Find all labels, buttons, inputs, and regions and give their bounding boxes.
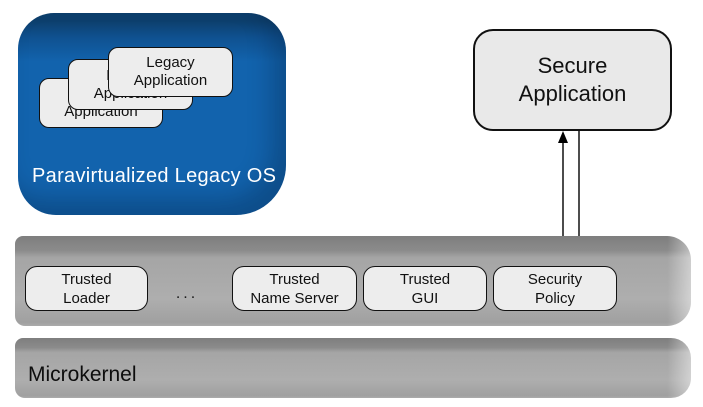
legacy-application-box-front: Legacy Application: [108, 47, 233, 97]
secure-application-box: Secure Application: [473, 29, 672, 131]
paravirtualized-legacy-os-box: Legacy Application Legacy Application Le…: [18, 13, 286, 215]
trusted-loader-box: Trusted Loader: [25, 266, 148, 311]
microkernel-bar: Microkernel: [15, 338, 691, 398]
trusted-gui-box: Trusted GUI: [363, 266, 487, 311]
services-ellipsis: ...: [175, 285, 199, 302]
legacy-os-label: Paravirtualized Legacy OS: [32, 165, 277, 187]
trusted-name-server-box: Trusted Name Server: [232, 266, 357, 311]
microkernel-label: Microkernel: [28, 363, 137, 386]
security-policy-box: Security Policy: [493, 266, 617, 311]
trusted-services-layer: Trusted Loader ... Trusted Name Server T…: [15, 236, 691, 326]
